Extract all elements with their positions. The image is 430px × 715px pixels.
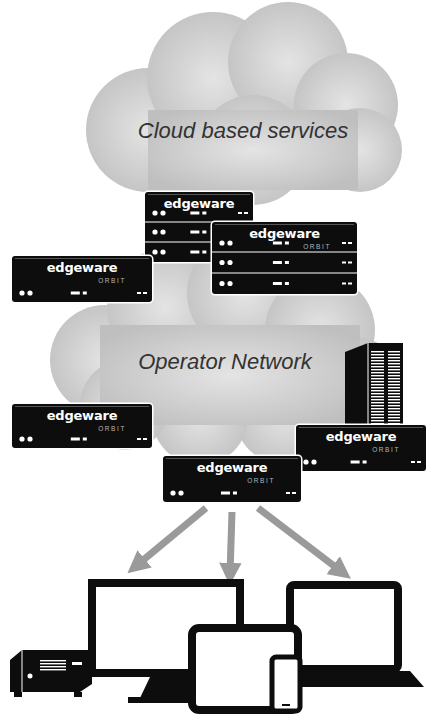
cloud-fill [86, 2, 402, 205]
brand-label: edgeware [164, 192, 235, 211]
cloud-label: Cloud based services [138, 117, 348, 144]
model-label: ORBIT [98, 425, 126, 433]
front-panel [219, 281, 352, 286]
top-edge [299, 427, 423, 428]
front-panel [170, 490, 296, 495]
top-edge [15, 406, 149, 407]
brand-label: edgeware [326, 425, 397, 444]
front-panel [219, 240, 352, 245]
cloud-label: Operator Network [138, 348, 312, 375]
server-unit: edgewareORBIT [212, 222, 357, 294]
front-panel [19, 436, 147, 441]
front-panel [19, 290, 147, 295]
model-label: ORBIT [303, 243, 331, 251]
front-panel [152, 210, 248, 215]
set-top-box [10, 650, 92, 697]
model-label: ORBIT [98, 277, 126, 285]
cloud-outline [78, 0, 408, 205]
front-panel [219, 260, 352, 265]
model-label: ORBIT [247, 477, 275, 485]
top-edge [148, 194, 250, 195]
unit-divider [212, 251, 357, 252]
top-edge [215, 224, 354, 225]
brand-label: edgeware [47, 404, 118, 423]
brand-label: edgeware [47, 256, 118, 275]
top-edge [166, 458, 298, 459]
brand-label: edgeware [249, 222, 320, 241]
cloud-shape: Cloud based services [78, 0, 408, 205]
delivery-arrows [136, 508, 342, 574]
front-panel [303, 459, 421, 464]
server-unit: edgewareORBIT [296, 425, 426, 471]
server-unit: edgewareORBIT [12, 404, 152, 448]
phone [272, 657, 300, 711]
brand-label: edgeware [197, 456, 268, 475]
server-unit: edgewareORBIT [12, 256, 152, 302]
server-unit: edgewareORBIT [163, 456, 301, 502]
unit-divider [212, 272, 357, 273]
model-label: ORBIT [372, 446, 400, 454]
top-edge [15, 258, 149, 259]
